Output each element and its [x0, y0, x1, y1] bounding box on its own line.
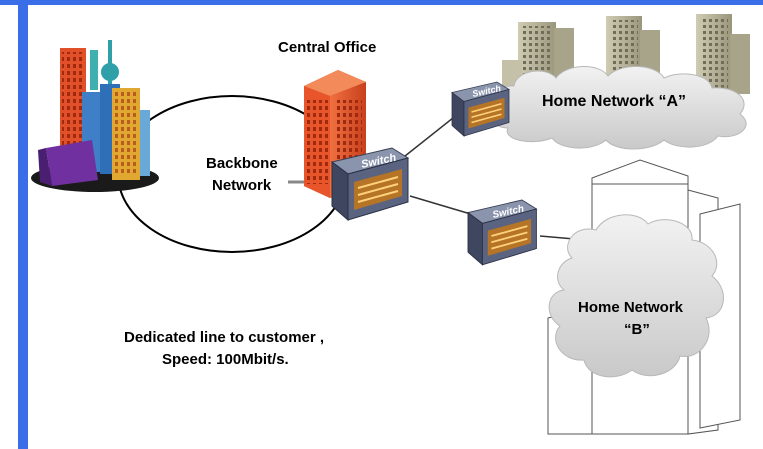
backbone-label-line2: Network [212, 177, 272, 194]
top-frame-bar [0, 0, 763, 5]
caption-line1: Dedicated line to customer , [124, 329, 324, 346]
home-network-b-label-line2: “B” [624, 321, 650, 338]
city-skyline-icon [31, 40, 159, 192]
home-network-b-group [547, 159, 741, 435]
home-network-a-group [492, 14, 750, 150]
backbone-label-line1: Backbone [206, 155, 278, 172]
home-network-a-label: Home Network “A” [542, 93, 686, 110]
central-office-label: Central Office [278, 39, 376, 56]
caption-line2: Speed: 100Mbit/s. [162, 351, 289, 368]
home-a-switch-icon: Switch [451, 81, 510, 137]
home-b-switch-icon: Switch [467, 199, 538, 266]
home-network-b-label-line1: Home Network [578, 299, 684, 316]
left-frame-bar [18, 5, 28, 449]
home-network-a-cloud [492, 65, 747, 150]
home-network-b-cloud [548, 214, 724, 378]
main-switch-icon: Switch [331, 147, 409, 221]
